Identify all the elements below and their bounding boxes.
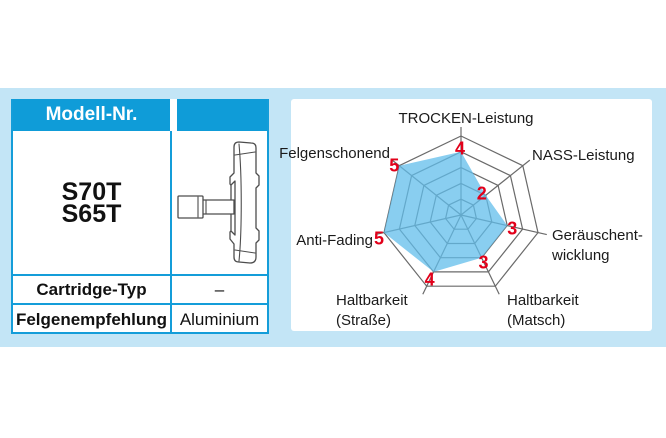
radar-value-4: 4 bbox=[424, 269, 435, 290]
model-number-line: S65T bbox=[61, 199, 122, 228]
felgen-row: Felgenempfehlung Aluminium bbox=[13, 303, 267, 334]
cartridge-value: – bbox=[214, 279, 225, 299]
table-header-row: Modell-Nr. bbox=[13, 99, 267, 131]
model-row: S70T S65T bbox=[13, 131, 267, 274]
axis-label-trocken: TROCKEN-Leistung bbox=[398, 110, 534, 127]
model-number-line: S70T bbox=[61, 177, 122, 206]
radar-value-6: 5 bbox=[389, 155, 400, 176]
cartridge-label-cell: Cartridge-Typ bbox=[13, 276, 172, 303]
radar-value-2: 3 bbox=[507, 218, 518, 239]
cartridge-label: Cartridge-Typ bbox=[36, 279, 147, 299]
header-cell-empty bbox=[177, 99, 267, 131]
product-image-cell bbox=[172, 131, 267, 274]
cartridge-value-cell: – bbox=[172, 276, 267, 303]
axis-label-felgenschonend: Felgenschonend bbox=[279, 145, 390, 162]
felgen-value: Aluminium bbox=[179, 309, 260, 329]
axis-label-nass: NASS-Leistung bbox=[532, 147, 635, 164]
axis-label-haltbarkeit-matsch: Haltbarkeit (Matsch) bbox=[507, 292, 579, 329]
axis-label-anti-fading: Anti-Fading bbox=[296, 232, 373, 249]
radar-value-5: 5 bbox=[373, 228, 384, 249]
brake-pad-icon bbox=[177, 141, 260, 264]
radar-value-0: 4 bbox=[454, 138, 466, 159]
felgen-label-cell: Felgenempfehlung bbox=[13, 305, 172, 334]
spec-table: Modell-Nr. S70T S65T bbox=[11, 99, 269, 334]
radar-value-3: 3 bbox=[478, 252, 489, 273]
felgen-label: Felgenempfehlung bbox=[15, 309, 168, 329]
model-number-cell: S70T S65T bbox=[13, 131, 172, 274]
felgen-value-cell: Aluminium bbox=[172, 305, 267, 334]
radar-value-1: 2 bbox=[476, 183, 487, 204]
cartridge-row: Cartridge-Typ – bbox=[13, 274, 267, 303]
radar-chart bbox=[375, 127, 547, 295]
header-gap bbox=[170, 99, 177, 131]
axis-label-haltbarkeit-strasse: Haltbarkeit (Straße) bbox=[336, 292, 408, 329]
header-label: Modell-Nr. bbox=[45, 104, 138, 125]
axis-label-geraeuschentwicklung: Geräuschent- wicklung bbox=[552, 227, 643, 264]
header-cell-modell-nr: Modell-Nr. bbox=[13, 99, 170, 131]
